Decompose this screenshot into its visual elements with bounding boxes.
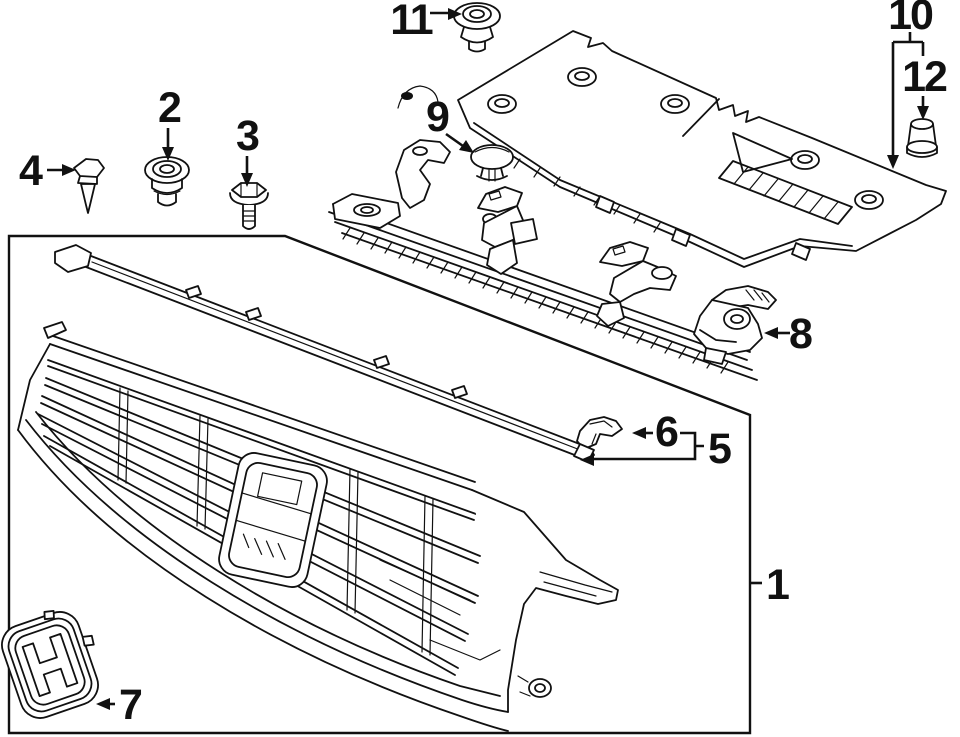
h-emblem-drawing [1,609,99,719]
cone-clip-part12-drawing [906,118,938,158]
callout-12-label[interactable]: 12 [902,53,949,101]
callout-2: 2 [158,84,183,161]
grille-body-drawing [17,321,619,732]
callout-1-label[interactable]: 1 [766,561,791,609]
callout-9-label[interactable]: 9 [426,93,451,141]
beam-end-bracket-part8 [693,285,777,365]
grille-assembly-box [7,234,752,735]
callout-1: 1 [751,561,791,609]
callout-10-label[interactable]: 10 [888,0,935,39]
callout-9: 9 [426,93,474,153]
callout-6-label[interactable]: 6 [655,408,680,456]
shutter-vents [718,132,853,225]
panel-fastener-bosses [487,67,884,210]
push-rivet-part4-drawing [73,158,105,214]
callout-8-label[interactable]: 8 [789,310,814,358]
callout-7-label[interactable]: 7 [119,681,144,729]
callout-3-label[interactable]: 3 [236,112,261,160]
callout-3: 3 [236,112,261,187]
callout-4: 4 [19,147,76,195]
callout-7: 7 [96,681,144,729]
grommet-part2-drawing [144,156,190,207]
grommet-part11-drawing [453,2,501,53]
callout-4-label[interactable]: 4 [19,147,45,195]
callout-5: 5 [580,425,733,473]
callout-10: 10 [887,0,935,169]
front-support-beam-drawing [328,85,777,381]
push-clip-part9-drawing [470,144,514,182]
molding-bracket-drawing [573,416,623,463]
callout-5-label[interactable]: 5 [708,425,733,473]
callout-11: 11 [390,0,462,44]
callout-8: 8 [764,310,814,358]
upper-cover-panel-drawing [457,30,947,268]
callout-12: 12 [902,53,949,120]
emblem-housing-drawing [218,452,328,588]
callout-2-label[interactable]: 2 [158,84,183,132]
callout-11-label[interactable]: 11 [390,0,435,44]
bolt-part3-drawing [229,182,269,230]
callout-6: 6 [632,408,680,456]
